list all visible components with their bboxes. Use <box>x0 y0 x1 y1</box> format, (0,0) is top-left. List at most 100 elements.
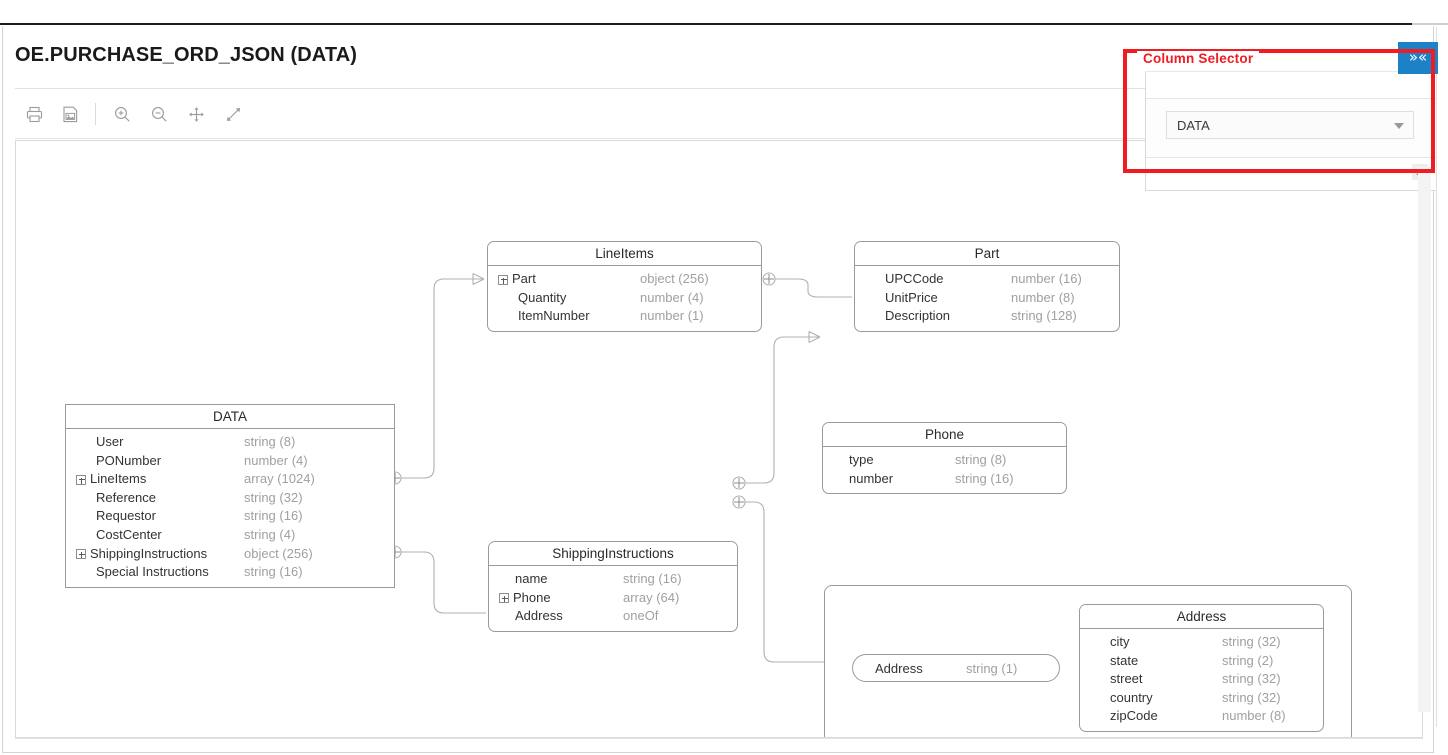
entity-row[interactable]: UPCCode number (16) <box>855 270 1119 289</box>
collapse-button[interactable]: »« <box>1398 42 1438 74</box>
entity-node-phone[interactable]: Phone type string (8) number string (16) <box>822 422 1067 495</box>
row-type: string (32) <box>1222 671 1281 687</box>
row-name: UnitPrice <box>885 289 938 305</box>
entity-title: LineItems <box>488 242 761 266</box>
row-type: number (8) <box>1011 289 1075 305</box>
entity-row[interactable]: ShippingInstructions object (256) <box>66 545 394 564</box>
row-type: string (16) <box>244 564 303 580</box>
row-name: ItemNumber <box>518 308 590 324</box>
entity-title: DATA <box>66 405 394 429</box>
column-selector-body: DATA <box>1146 98 1436 158</box>
entity-row[interactable]: Special Instructions string (16) <box>66 563 394 582</box>
column-select[interactable]: DATA <box>1166 111 1414 139</box>
row-type: string (128) <box>1011 308 1077 324</box>
row-name: UPCCode <box>885 271 944 286</box>
entity-row[interactable]: number string (16) <box>823 470 1066 489</box>
entity-row[interactable]: name string (16) <box>489 570 737 589</box>
entity-row[interactable]: CostCenter string (4) <box>66 526 394 545</box>
zoom-out-icon[interactable] <box>144 99 174 129</box>
entity-row[interactable]: PONumber number (4) <box>66 452 394 471</box>
dialog-bottom-separator <box>15 738 1423 739</box>
row-name: Phone <box>513 589 551 605</box>
entity-title: ShippingInstructions <box>489 542 737 566</box>
row-name: PONumber <box>96 452 162 468</box>
chevron-down-icon <box>1394 123 1404 129</box>
row-type: string (2) <box>1222 652 1274 668</box>
entity-row[interactable]: User string (8) <box>66 433 394 452</box>
entity-node-data[interactable]: DATA User string (8) PONumber number (4) <box>65 404 395 588</box>
entity-row[interactable]: Address oneOf <box>489 607 737 626</box>
entity-row[interactable]: street string (32) <box>1080 670 1323 689</box>
row-name: Address <box>875 661 923 676</box>
row-name: Special Instructions <box>96 564 209 580</box>
zoom-in-icon[interactable] <box>107 99 137 129</box>
row-name: type <box>849 452 874 467</box>
entity-rows: type string (8) number string (16) <box>823 447 1066 493</box>
expand-plus-icon[interactable] <box>498 274 508 285</box>
entity-title: Address <box>1080 605 1323 629</box>
row-type: array (1024) <box>244 471 315 487</box>
row-type: string (16) <box>244 508 303 524</box>
entity-row[interactable]: LineItems array (1024) <box>66 470 394 489</box>
entity-row[interactable]: Description string (128) <box>855 307 1119 326</box>
save-image-icon[interactable] <box>55 99 85 129</box>
entity-node-shippinginstructions[interactable]: ShippingInstructions name string (16) Ph… <box>488 541 738 632</box>
entity-row[interactable]: UnitPrice number (8) <box>855 289 1119 308</box>
page-title: OE.PURCHASE_ORD_JSON (DATA) <box>15 44 357 66</box>
entity-node-lineitems[interactable]: LineItems Part object (256) Quantity num… <box>487 241 762 332</box>
entity-rows: city string (32) state string (2) street… <box>1080 629 1323 731</box>
entity-title: Phone <box>823 423 1066 447</box>
row-type: string (8) <box>244 434 296 449</box>
toolbar-divider-1 <box>95 103 96 125</box>
entity-row[interactable]: ItemNumber number (1) <box>488 307 761 326</box>
row-name: country <box>1110 689 1153 705</box>
row-name: Description <box>885 308 951 324</box>
entity-rows: User string (8) PONumber number (4) Line… <box>66 429 394 587</box>
entity-node-address-scalar[interactable]: Address string (1) <box>852 654 1060 682</box>
row-type: string (32) <box>244 489 303 505</box>
row-type: number (8) <box>1222 708 1286 724</box>
diagram-canvas-viewport[interactable]: DATA User string (8) PONumber number (4) <box>15 140 1423 738</box>
row-name: name <box>515 571 548 586</box>
column-selector-panel: DATA <box>1145 71 1437 191</box>
entity-row[interactable]: Reference string (32) <box>66 489 394 508</box>
diagram-canvas: DATA User string (8) PONumber number (4) <box>16 141 1396 737</box>
row-name: LineItems <box>90 471 147 487</box>
pan-icon[interactable] <box>181 99 211 129</box>
row-type: string (32) <box>1222 634 1281 649</box>
print-icon[interactable] <box>19 99 49 129</box>
title-separator <box>15 88 1423 89</box>
entity-row[interactable]: Part object (256) <box>488 270 761 289</box>
row-name: street <box>1110 671 1143 687</box>
row-type: string (8) <box>955 452 1007 467</box>
entity-row[interactable]: city string (32) <box>1080 633 1323 652</box>
row-name: Requestor <box>96 508 156 524</box>
entity-row[interactable]: state string (2) <box>1080 652 1323 671</box>
entity-node-address[interactable]: Address city string (32) state string (2… <box>1079 604 1324 732</box>
entity-row[interactable]: zipCode number (8) <box>1080 707 1323 726</box>
row-type: oneOf <box>623 608 659 624</box>
column-selector-footer <box>1146 159 1436 190</box>
row-type: object (256) <box>640 271 709 286</box>
entity-title: Part <box>855 242 1119 266</box>
expand-plus-icon[interactable] <box>76 549 86 560</box>
entity-row[interactable]: type string (8) <box>823 451 1066 470</box>
entity-row[interactable]: Phone array (64) <box>489 589 737 608</box>
entity-rows: UPCCode number (16) UnitPrice number (8)… <box>855 266 1119 331</box>
vertical-scrollbar[interactable] <box>1418 167 1431 712</box>
expand-plus-icon[interactable] <box>499 593 509 604</box>
entity-node-part[interactable]: Part UPCCode number (16) UnitPrice numbe… <box>854 241 1120 332</box>
row-name: User <box>96 434 124 449</box>
row-type: string (1) <box>966 661 1018 676</box>
row-name: Address <box>515 608 563 624</box>
entity-row[interactable]: country string (32) <box>1080 689 1323 708</box>
data-guide-dialog: OE.PURCHASE_ORD_JSON (DATA) <box>2 26 1437 753</box>
entity-row[interactable]: Requestor string (16) <box>66 507 394 526</box>
window-chrome-strip <box>0 0 1448 24</box>
fit-screen-icon[interactable] <box>218 99 248 129</box>
expand-plus-icon[interactable] <box>76 474 86 485</box>
entity-row[interactable]: Quantity number (4) <box>488 289 761 308</box>
row-type: string (16) <box>623 571 682 586</box>
row-name: Quantity <box>518 289 567 305</box>
